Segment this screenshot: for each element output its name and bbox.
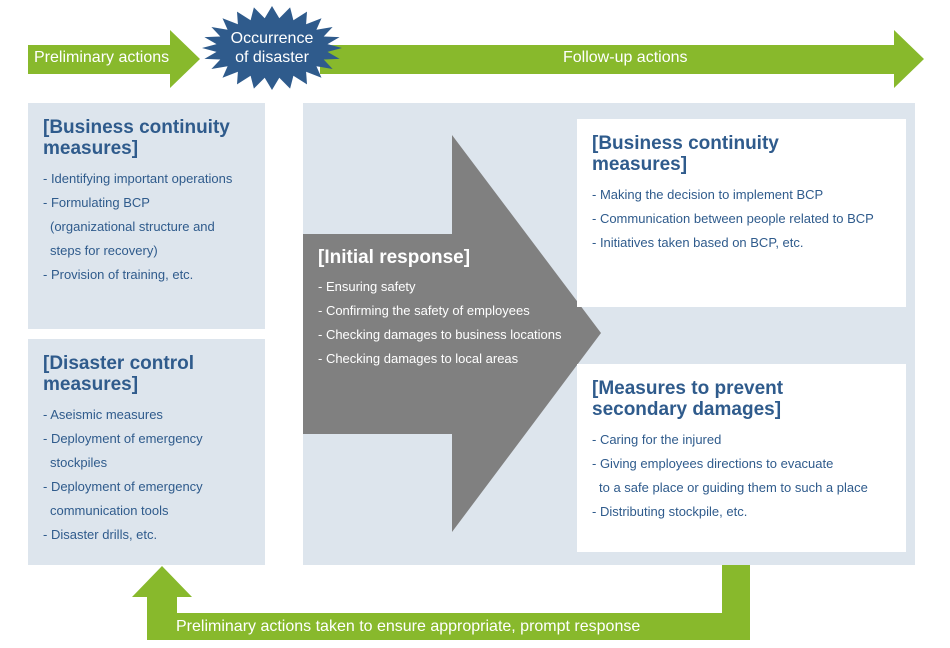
- box-title: [Measures to prevent secondary damages]: [592, 378, 784, 420]
- list-item: - Distributing stockpile, etc.: [592, 500, 906, 524]
- preliminary-business-continuity-box: [Business continuity measures] - Identif…: [28, 103, 265, 329]
- initial-response-title: [Initial response]: [318, 247, 471, 268]
- list-item-continuation: stockpiles: [50, 455, 108, 470]
- list-item-text: - Caring for the injured: [592, 432, 722, 447]
- follow-up-actions-arrow: [320, 30, 924, 88]
- list-item-text: - Deployment of emergency: [43, 479, 203, 494]
- initial-response-arrow: [303, 135, 601, 532]
- initial-response-item: - Confirming the safety of employees: [318, 303, 530, 318]
- box-list: - Caring for the injured - Giving employe…: [592, 428, 906, 524]
- initial-response-item: - Ensuring safety: [318, 279, 416, 294]
- feedback-arrow: [132, 565, 750, 640]
- box-title: [Disaster control measures]: [43, 353, 194, 395]
- list-item: - Deployment of emergency communication t…: [43, 475, 265, 523]
- list-item-text: - Formulating BCP: [43, 195, 150, 210]
- list-item-text: - Aseismic measures: [43, 407, 163, 422]
- list-item: - Initiatives taken based on BCP, etc.: [592, 231, 906, 255]
- list-item-text: - Identifying important operations: [43, 171, 233, 186]
- initial-response-item: - Checking damages to business locations: [318, 327, 562, 342]
- list-item-continuation: communication tools: [50, 503, 169, 518]
- list-item-text: - Initiatives taken based on BCP, etc.: [592, 235, 804, 250]
- occurrence-of-disaster-label: Occurrence of disaster: [202, 29, 342, 67]
- box-list: - Identifying important operations - Form…: [43, 167, 265, 287]
- list-item-text: - Provision of training, etc.: [43, 267, 194, 282]
- preliminary-actions-label: Preliminary actions: [34, 49, 170, 66]
- list-item: - Aseismic measures: [43, 403, 265, 427]
- list-item-text: - Distributing stockpile, etc.: [592, 504, 748, 519]
- list-item: - Making the decision to implement BCP: [592, 183, 906, 207]
- list-item-text: - Deployment of emergency: [43, 431, 203, 446]
- box-title: [Business continuity measures]: [592, 133, 779, 175]
- follow-up-actions-label: Follow-up actions: [563, 49, 688, 66]
- box-list: - Aseismic measures - Deployment of emerg…: [43, 403, 265, 547]
- list-item: - Caring for the injured: [592, 428, 906, 452]
- preliminary-actions-arrow: [28, 30, 200, 88]
- secondary-damage-prevention-box: [Measures to prevent secondary damages] …: [577, 364, 906, 552]
- list-item: - Deployment of emergency stockpiles: [43, 427, 265, 475]
- follow-up-business-continuity-box: [Business continuity measures] - Making …: [577, 119, 906, 307]
- box-title: [Business continuity measures]: [43, 117, 230, 159]
- preliminary-disaster-control-box: [Disaster control measures] - Aseismic m…: [28, 339, 265, 565]
- list-item-text: - Making the decision to implement BCP: [592, 187, 824, 202]
- disaster-starburst-icon: [202, 6, 342, 90]
- initial-response-item: - Checking damages to local areas: [318, 351, 519, 366]
- occurrence-line-2: of disaster: [235, 49, 309, 66]
- list-item: - Formulating BCP (organizational structu…: [43, 191, 265, 263]
- box-list: - Making the decision to implement BCP - …: [592, 183, 906, 255]
- list-item: - Giving employees directions to evacuat…: [592, 452, 906, 500]
- list-item-continuation: to a safe place or guiding them to such …: [599, 480, 868, 495]
- list-item-text: - Disaster drills, etc.: [43, 527, 158, 542]
- occurrence-line-1: Occurrence: [230, 30, 314, 47]
- list-item-continuation: (organizational structure and: [50, 219, 215, 234]
- initial-response-list: - Ensuring safety - Confirming the safet…: [318, 275, 562, 371]
- list-item: - Communication between people related t…: [592, 207, 906, 231]
- list-item-text: - Communication between people related t…: [592, 211, 874, 226]
- list-item: - Disaster drills, etc.: [43, 523, 265, 547]
- list-item-continuation: steps for recovery): [50, 243, 158, 258]
- list-item: - Provision of training, etc.: [43, 263, 265, 287]
- feedback-label: Preliminary actions taken to ensure appr…: [176, 618, 641, 635]
- list-item: - Identifying important operations: [43, 167, 265, 191]
- list-item-text: - Giving employees directions to evacuat…: [592, 456, 834, 471]
